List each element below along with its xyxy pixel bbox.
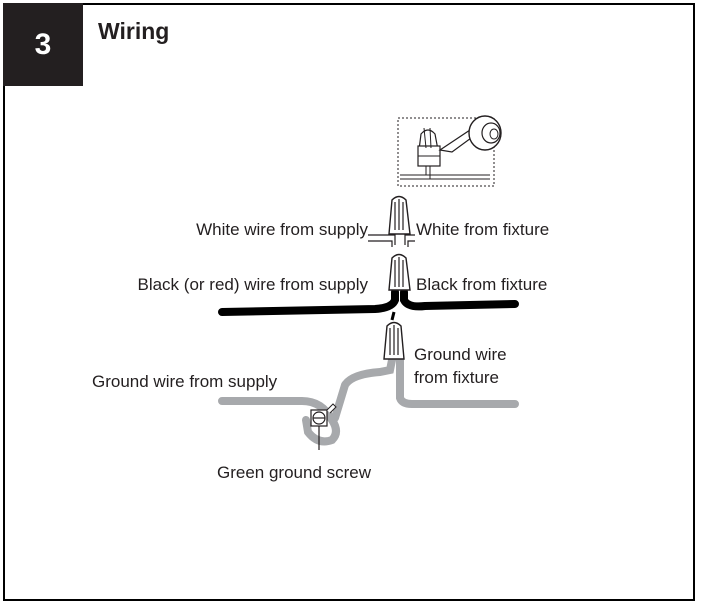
inset-wire: [400, 166, 490, 176]
ground-wire-nut-icon: [383, 311, 405, 360]
white-wires: [368, 234, 415, 247]
label-ground-wire-fixture-line2: from fixture: [414, 368, 499, 387]
label-black-wire-fixture: Black from fixture: [416, 275, 547, 294]
label-black-wire-supply: Black (or red) wire from supply: [137, 275, 368, 294]
black-wire-nut-icon: [388, 253, 411, 291]
label-green-ground-screw: Green ground screw: [217, 463, 372, 482]
inset-dashed-box: [397, 117, 495, 187]
step-number: 3: [34, 27, 52, 61]
tape-inset: [397, 115, 502, 187]
white-wire-nut-icon: [388, 195, 411, 235]
label-white-wire-fixture: White from fixture: [416, 220, 549, 239]
label-ground-wire-supply: Ground wire from supply: [92, 372, 278, 391]
label-white-wire-supply: White wire from supply: [196, 220, 368, 239]
green-ground-screw-icon: [310, 403, 337, 450]
ground-wire: [218, 356, 519, 446]
label-ground-wire-fixture-line1: Ground wire: [414, 345, 507, 364]
black-wire: [218, 288, 519, 316]
inset-wire-nut-icon: [418, 129, 439, 151]
tape-roll-icon: [438, 115, 502, 153]
step-number-badge: 3: [3, 3, 83, 86]
inset-wire-2: [400, 166, 490, 180]
step-title: Wiring: [98, 18, 170, 44]
panel-frame: [3, 3, 695, 601]
